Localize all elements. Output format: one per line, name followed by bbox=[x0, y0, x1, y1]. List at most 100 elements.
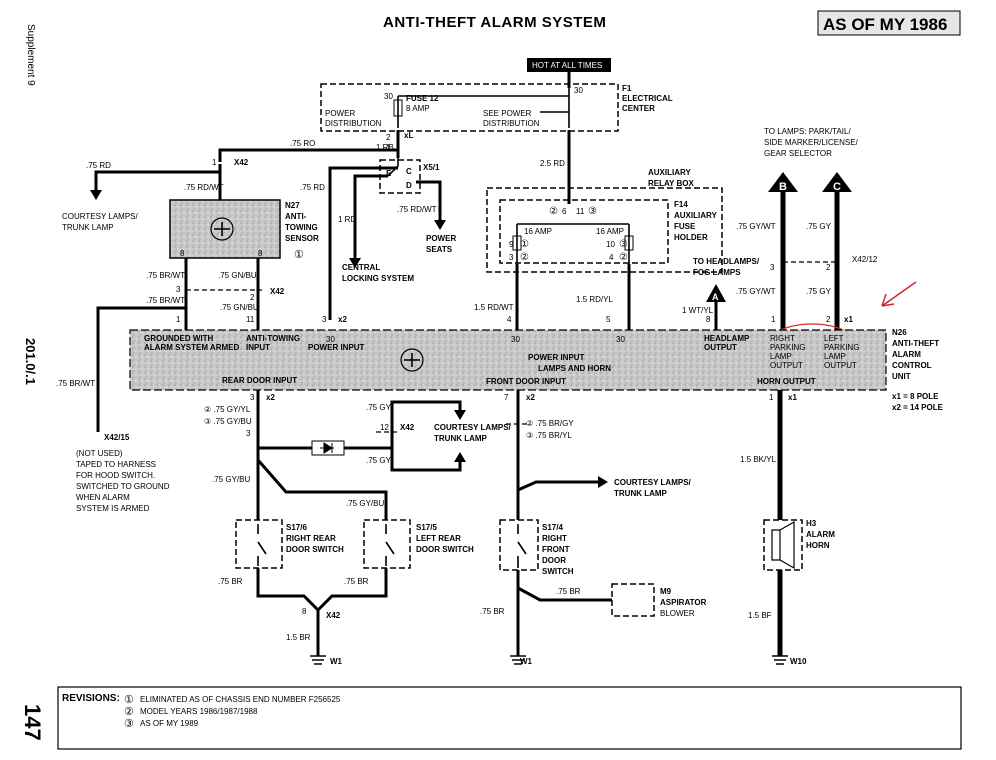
pin-12-x42: 12 bbox=[380, 423, 389, 432]
hot-at-all-times-label: HOT AT ALL TIMES bbox=[532, 61, 602, 70]
f14-amp-left: 16 AMP bbox=[524, 227, 552, 236]
n26-name-1: ANTI-THEFT bbox=[892, 339, 939, 348]
wire-075rdwt-b: .75 RD/WT bbox=[397, 205, 437, 214]
n26-transistor-icon bbox=[400, 348, 424, 372]
h3-alarm-horn bbox=[763, 519, 803, 571]
pin-11-left: 11 bbox=[246, 315, 255, 324]
s17-6-name-2: DOOR SWITCH bbox=[286, 545, 344, 554]
pin-2-left: 2 bbox=[250, 293, 255, 302]
n27-note: ① bbox=[294, 249, 304, 261]
n26-grounded: GROUNDED WITH bbox=[144, 334, 214, 343]
f1-internal-bus bbox=[397, 88, 570, 128]
wire-075rdwt: .75 RD/WT bbox=[184, 183, 224, 192]
n26-name-4: UNIT bbox=[892, 372, 911, 381]
wire-1rb: 1 RB bbox=[376, 143, 394, 152]
wire-gybu: ③ .75 GY/BU bbox=[204, 417, 252, 426]
f14-amp-right: 16 AMP bbox=[596, 227, 624, 236]
connector-x2-rear: x2 bbox=[266, 393, 275, 402]
s17-6-contact-icon bbox=[257, 524, 267, 566]
f1-name-1: ELECTRICAL bbox=[622, 94, 673, 103]
wire-075brwt-b: .75 BR/WT bbox=[146, 296, 185, 305]
f1-pin-out: 30 bbox=[574, 86, 583, 95]
wire-075gywt: .75 GY/WT bbox=[736, 222, 776, 231]
s17-5-id: S17/5 bbox=[416, 523, 437, 532]
f14-pin-left-3: 3 bbox=[509, 253, 514, 262]
s17-6-name-1: RIGHT REAR bbox=[286, 534, 336, 543]
courtesy-lamp-arrow-2b bbox=[454, 452, 466, 462]
wire-075rd-courtesy bbox=[94, 164, 222, 192]
wire-1rd-run bbox=[353, 174, 388, 260]
connector-x42-15: X42/15 bbox=[104, 433, 130, 442]
wire-1rd: 1 RD bbox=[338, 215, 356, 224]
courtesy-lamp-arrow-3 bbox=[598, 476, 608, 488]
wire-075br-c: .75 BR bbox=[556, 587, 581, 596]
to-headlamps-2: FOG LAMPS bbox=[693, 268, 741, 277]
f14-pin-top-1: ② bbox=[549, 206, 558, 217]
wire-15rdwt: 1.5 RD/WT bbox=[474, 303, 514, 312]
s17-4-right-front-switch[interactable] bbox=[499, 519, 539, 571]
central-locking-1: CENTRAL bbox=[342, 263, 380, 272]
f1-pin-in: 30 bbox=[384, 92, 393, 101]
wire-bryl: ③ .75 BR/YL bbox=[526, 431, 572, 440]
n26-name-3: CONTROL bbox=[892, 361, 932, 370]
s17-4-name-1: RIGHT bbox=[542, 534, 567, 543]
m9-id: M9 bbox=[660, 587, 672, 596]
x5-1-pin-c: C bbox=[406, 167, 412, 176]
power-seats-arrow bbox=[434, 220, 446, 230]
ground-w10: W10 bbox=[790, 657, 807, 666]
f1-pin-1: 1 bbox=[386, 143, 391, 152]
connector-xl: xL bbox=[404, 131, 413, 140]
connector-c-arrow bbox=[822, 172, 852, 192]
pin-3-right: 3 bbox=[770, 263, 775, 272]
fuse-12-amp: 8 AMP bbox=[406, 104, 430, 113]
f14-pin-right-4: ② bbox=[619, 252, 628, 263]
wire-25rd: 2.5 RD bbox=[540, 159, 565, 168]
pin-1-right-a: 1 bbox=[771, 315, 776, 324]
model-year-badge: AS OF MY 1986 bbox=[823, 15, 947, 34]
note-3: FOR HOOD SWITCH. bbox=[76, 471, 155, 480]
n26-control-unit bbox=[129, 329, 887, 391]
wire-075gy-b: .75 GY bbox=[806, 287, 832, 296]
fuse-12-icon bbox=[393, 99, 403, 117]
wire-075br-a: .75 BR bbox=[218, 577, 243, 586]
section-number: 201.0/.1 bbox=[23, 338, 38, 385]
pin-7-front: 7 bbox=[504, 393, 509, 402]
pin-1-left: 1 bbox=[176, 315, 181, 324]
f14-pin-left-2: ① bbox=[520, 239, 529, 250]
s17-5-name-1: LEFT REAR bbox=[416, 534, 461, 543]
n27-transistor-icon bbox=[210, 217, 234, 241]
note-2: TAPED TO HARNESS bbox=[76, 460, 156, 469]
m9-name-2: BLOWER bbox=[660, 609, 695, 618]
wire-075rd: .75 RD bbox=[86, 161, 111, 170]
connector-x42-rear: X42 bbox=[400, 423, 415, 432]
diagram-title: ANTI-THEFT ALARM SYSTEM bbox=[383, 14, 606, 31]
wire-075gnbu: .75 GN/BU bbox=[218, 271, 257, 280]
connector-a: A bbox=[712, 292, 719, 302]
wire-075rd-b: .75 RD bbox=[300, 183, 325, 192]
h3-name-1: ALARM bbox=[806, 530, 835, 539]
wire-gy-diode-branch bbox=[258, 400, 462, 450]
f1-pin-2: 2 bbox=[386, 133, 391, 142]
wire-15br: 1.5 BR bbox=[286, 633, 311, 642]
n26-front-door: FRONT DOOR INPUT bbox=[486, 377, 566, 386]
model-year-badge-box bbox=[817, 10, 961, 36]
n26-pin-30-mid: 30 bbox=[326, 335, 335, 344]
f14-pin-top-2: 6 bbox=[562, 207, 567, 216]
wire-15bkyl: 1.5 BK/YL bbox=[740, 455, 777, 464]
central-locking-2: LOCKING SYSTEM bbox=[342, 274, 414, 283]
wire-1wtyl: 1 WT/YL bbox=[682, 306, 714, 315]
f1-electrical-center-box bbox=[320, 83, 619, 132]
courtesy-lamps-2b: TRUNK LAMP bbox=[434, 434, 488, 443]
revision-3-mark: ③ bbox=[124, 718, 134, 730]
revision-1-text: ELIMINATED AS OF CHASSIS END NUMBER F256… bbox=[140, 695, 341, 704]
h3-horn-icon bbox=[771, 520, 795, 570]
s17-4-name-4: SWITCH bbox=[542, 567, 574, 576]
pin-2-right-b: 2 bbox=[826, 315, 831, 324]
connector-x2-front: x2 bbox=[526, 393, 535, 402]
n26-poles-2: x2 = 14 POLE bbox=[892, 403, 944, 412]
n26-left-parking-1: LEFT bbox=[824, 334, 844, 343]
red-pointer-arrow bbox=[881, 281, 917, 307]
connector-x42-mid: X42 bbox=[270, 287, 285, 296]
f1-name-2: CENTER bbox=[622, 104, 655, 113]
wire-brwt-hood bbox=[96, 306, 186, 432]
